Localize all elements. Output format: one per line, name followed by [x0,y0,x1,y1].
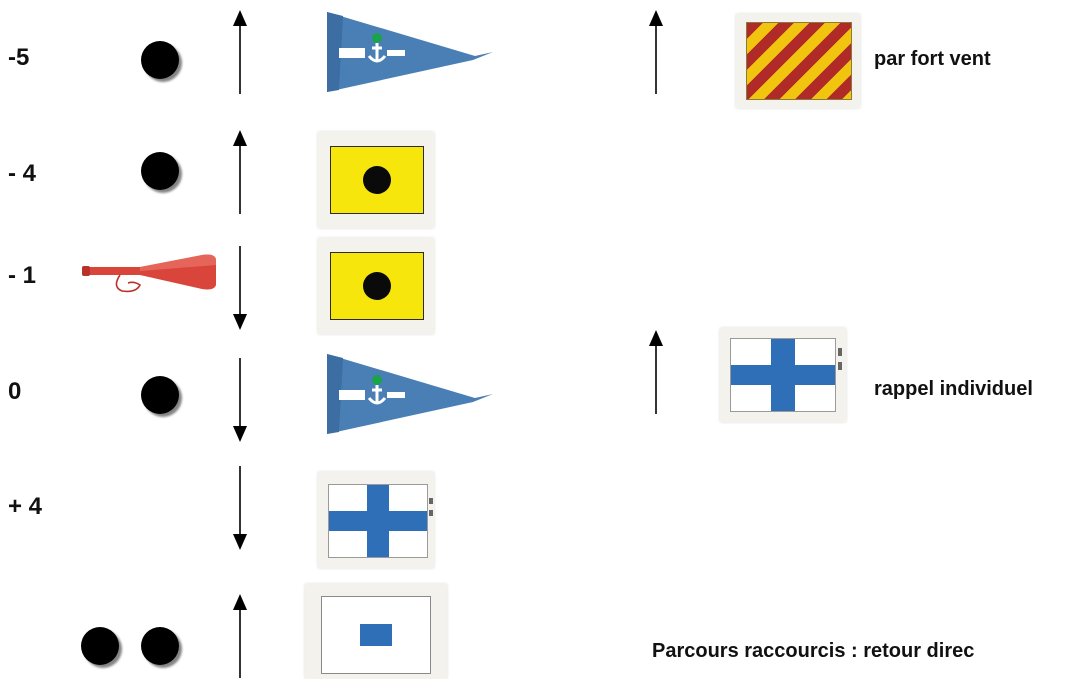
arrow-down-icon [233,246,247,330]
sound-signal-dot [81,627,119,665]
flag-i-icon [318,238,434,334]
flag-i-icon [318,132,434,228]
horn-icon [80,247,222,295]
arrow-up-icon [649,330,663,414]
sound-signal-dot [141,41,179,79]
arrow-down-icon [233,358,247,442]
flag-x-icon [720,328,846,422]
arrow-up-icon [233,130,247,214]
arrow-up-icon [233,594,247,678]
caption-strong-wind: par fort vent [874,48,991,70]
flag-x-icon [318,472,434,568]
club-pennant-flag-icon [327,12,493,92]
sound-signal-dot [141,376,179,414]
arrow-down-icon [233,466,247,550]
time-label-plus-4: + 4 [8,493,43,520]
club-pennant-flag-icon [327,354,493,434]
arrow-up-icon [233,10,247,94]
sound-signal-dot [141,627,179,665]
time-label-minus-5: -5 [8,44,30,71]
caption-individual-recall: rappel individuel [874,378,1033,400]
time-label-minus-1: - 1 [8,262,37,289]
time-label-zero: 0 [8,378,22,405]
flag-s-icon [305,584,447,679]
flag-y-icon [736,14,860,108]
arrow-up-icon [649,10,663,94]
time-label-minus-4: - 4 [8,160,37,187]
caption-shortened-course: Parcours raccourcis : retour direc [652,640,975,662]
sound-signal-dot [141,152,179,190]
